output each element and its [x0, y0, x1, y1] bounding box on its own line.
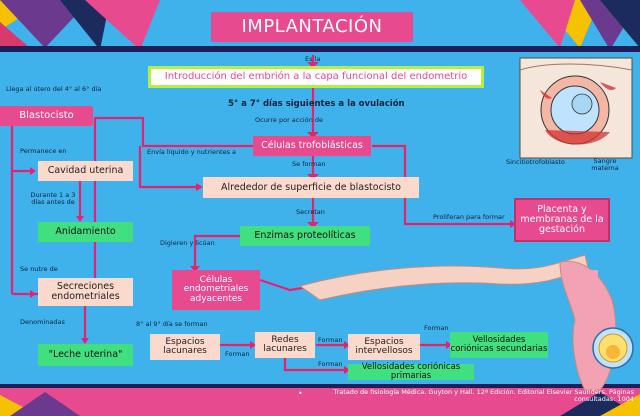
- footer-citation: Tratado de fisiología Médica. Guyton y H…: [333, 388, 634, 404]
- connector-durante: Durante 1 a 3 días antes de: [30, 191, 76, 207]
- connector-nutre: Se nutre de: [20, 265, 58, 273]
- connector-forman-c: Forman: [424, 324, 449, 332]
- connector-forman-a: Forman: [225, 350, 250, 358]
- definition-box: Introducción del embrión a la capa funci…: [148, 66, 484, 88]
- connector-envia: Envía líquido y nutrientes a: [147, 148, 237, 156]
- connector-se-forman: Se forman: [292, 160, 326, 168]
- label-syncytio: Sincitiotrofoblasto: [506, 158, 565, 166]
- cavity-box: Cavidad uterina: [38, 161, 133, 181]
- nesting-box: Anidamiento: [38, 222, 133, 242]
- uterus-illustration: [298, 254, 634, 391]
- connector-forman-d: Forman: [318, 360, 343, 368]
- connector-digieren: Digieren y licúan: [160, 239, 215, 247]
- intervillous-box: Espacios intervellosos: [348, 334, 420, 360]
- milk-box: "Leche uterina": [38, 344, 133, 366]
- connector-llega: Llega al útero del 4° al 6° día: [6, 85, 102, 93]
- blastocyst-box: Blastocisto: [0, 106, 93, 126]
- connector-forman-b: Forman: [318, 336, 343, 344]
- placenta-box: Placenta y membranas de la gestación: [514, 198, 610, 242]
- secretions-box: Secreciones endometriales: [38, 278, 133, 306]
- page-title: IMPLANTACIÓN: [211, 12, 413, 42]
- connector-8-9-dia: 8° al 9° día se forman: [136, 320, 208, 328]
- primary-villi-box: Vellosidades coriónicas primarias: [348, 363, 474, 380]
- central-box: Células trofoblásticas: [253, 136, 371, 156]
- connector-ocurre: Ocurre por acción de: [255, 116, 324, 124]
- secondary-villi-box: Vellosidades coriónicas secundarias: [450, 332, 548, 358]
- enzymes-box: Enzimas proteolíticas: [240, 226, 370, 246]
- timing-text: 5° a 7° días siguientes a la ovulación: [228, 99, 405, 109]
- footer-bullet: •: [298, 389, 303, 398]
- connector-proliferan: Proliferan para formar: [433, 213, 505, 221]
- connector-es-la: Es la: [305, 55, 321, 63]
- connector-permanece: Permanece en: [20, 147, 67, 155]
- surface-box: Alrededor de superficie de blastocisto: [203, 177, 419, 198]
- cells-box: Células endometriales adyacentes: [172, 270, 260, 310]
- implantation-illustration: [519, 57, 633, 159]
- connector-denominadas: Denominadas: [20, 318, 65, 326]
- label-blood: Sangre materna: [591, 157, 619, 173]
- connector-secretan: Secretan: [296, 208, 325, 216]
- lacunar-spaces-box: Espacios lacunares: [150, 334, 220, 360]
- lacunar-networks-box: Redes lacunares: [255, 332, 315, 358]
